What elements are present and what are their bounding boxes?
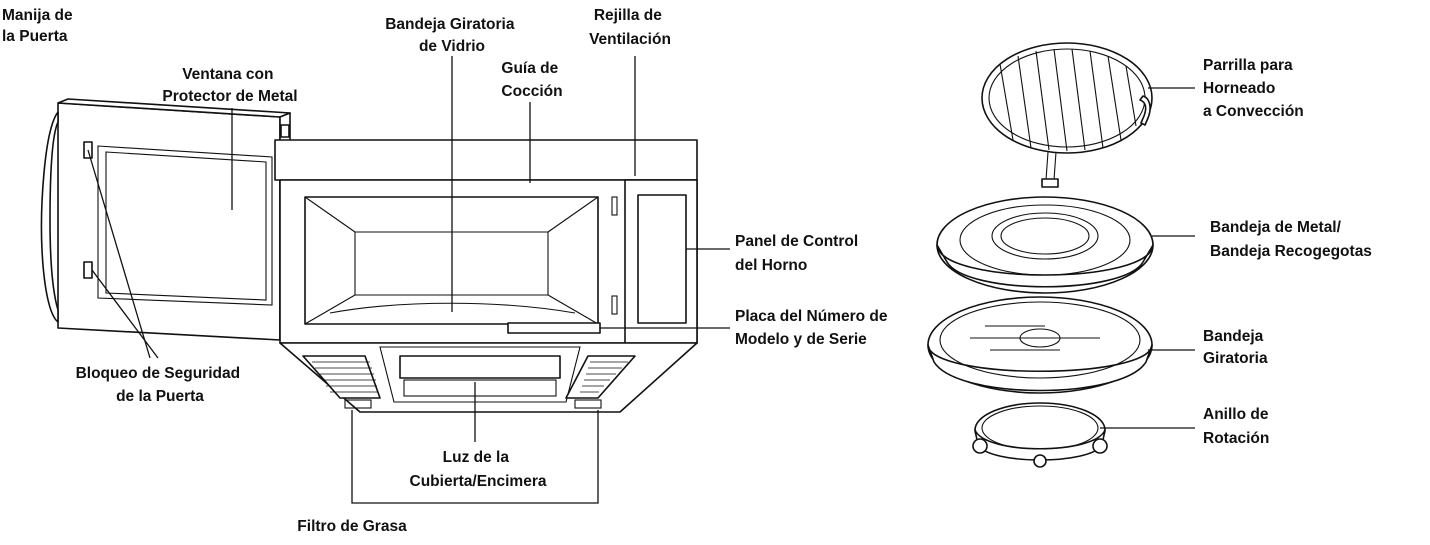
label-control-panel: Panel de Control del Horno [735,233,862,274]
label-cooking-guide: Guía de Cocción [501,60,562,100]
labels: Manija de la Puerta Ventana con Protecto… [2,7,1372,535]
vent-section [274,139,698,181]
label-window: Ventana con Protector de Metal [162,66,297,105]
glass-turntable [927,296,1153,394]
label-rotation-ring: Anillo de Rotación [1203,406,1273,447]
label-vent-grille: Rejilla de Ventilación [589,7,671,48]
label-model-plate: Placa del Número de Modelo y de Serie [735,308,892,348]
control-panel [637,194,687,324]
metal-tray [936,196,1154,294]
convection-rack [981,42,1153,188]
label-safety-lock: Bloqueo de Seguridad de la Puerta [76,365,245,405]
cooktop-light [399,355,561,379]
label-metal-tray: Bandeja de Metal/ Bandeja Recogegotas [1210,219,1372,260]
label-turntable: Bandeja Giratoria [1203,328,1268,367]
door-handle [40,111,59,323]
oven-door [57,98,291,341]
accessories-illustration [927,42,1154,468]
label-cooktop-light: Luz de la Cubierta/Encimera [410,449,547,490]
label-convection-rack: Parrilla para Horneado a Convección [1203,57,1304,120]
leader-lines [87,56,1195,504]
grease-filter-right [565,355,636,399]
label-grease-filter: Filtro de Grasa [297,518,407,535]
rotation-ring [972,402,1108,468]
label-glass-turntable: Bandeja Giratoria de Vidrio [385,16,519,55]
label-door-handle: Manija de la Puerta [2,7,77,45]
grease-filter-left [302,355,381,399]
model-serial-plate [507,322,601,334]
